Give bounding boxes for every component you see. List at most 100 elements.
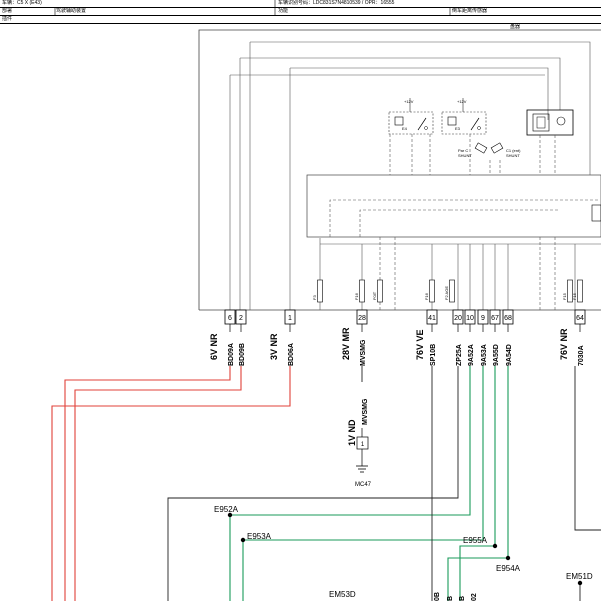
green-wires xyxy=(229,366,509,601)
fuse-7: F15 xyxy=(572,279,583,303)
vin-label: 车辆识别号码：LDC831S7N4810539 / OPR：16555 xyxy=(278,0,395,6)
shunt-left-line2: SHUNT xyxy=(458,153,472,158)
wire-code: BD06A xyxy=(288,343,295,366)
wire-code: 9A54D xyxy=(506,344,513,366)
connector-pin: 10 xyxy=(466,315,474,322)
connector-pin: 64 xyxy=(576,315,584,322)
connector-pin: 1 xyxy=(288,315,292,322)
system-label: 驾驶辅助装置 xyxy=(56,8,87,14)
connector-pin: 20 xyxy=(454,315,462,322)
connector-pin: 68 xyxy=(504,315,512,322)
connector-name: 76V VE xyxy=(415,329,425,360)
relay1-pins: E4 xyxy=(402,126,408,131)
relay1-supply: +12V xyxy=(404,99,414,104)
connector-name: 3V NR xyxy=(269,333,279,360)
partial-label-3: B xyxy=(459,596,466,601)
fuse-label: F3 xyxy=(312,295,317,300)
document-header: 车辆：C5 X (E43) 车辆识别号码：LDC831S7N4810539 / … xyxy=(0,0,601,24)
ground-connector: 1 MC47 1V ND MVSMG xyxy=(347,398,372,488)
node-E952A: E952A xyxy=(214,505,239,514)
splice-nodes: E952A E953A E955A E954A EM53D EM51D xyxy=(214,505,593,599)
node-E953A: E953A xyxy=(247,532,272,541)
internal-routing xyxy=(329,134,600,310)
black-wires xyxy=(167,366,601,601)
header-row-3: 插件 xyxy=(0,16,601,24)
vehicle-label: 车辆：C5 X (E43) xyxy=(2,0,42,6)
wire-code: 9A55D xyxy=(493,344,500,366)
connector-pin: 9 xyxy=(481,315,485,322)
wire-code: MVSMG xyxy=(360,339,367,366)
relay2-pins: E3 xyxy=(455,126,461,131)
wire-code: BD09A xyxy=(228,343,235,366)
fuse-layer: F3 F16 F0IT F16 F2 AOE F15 F15 xyxy=(312,279,583,303)
connector-pin: 41 xyxy=(428,315,436,322)
category-label: 部署 xyxy=(2,8,13,14)
wire-code: SP10B xyxy=(430,344,437,366)
relay2-supply: +12V xyxy=(457,99,467,104)
node-E954A: E954A xyxy=(496,564,521,573)
wire-code: 9A53A xyxy=(481,344,488,366)
connector-pin: 6 xyxy=(228,315,232,322)
connector-name: 6V NR xyxy=(209,333,219,360)
fuse-1: F3 xyxy=(312,279,323,303)
component-label: 插件 xyxy=(2,16,13,22)
partial-label-1: 0B xyxy=(434,592,441,601)
fuse-label: F16 xyxy=(424,292,429,300)
internal-bus-block xyxy=(306,174,601,238)
fuse-label: F15 xyxy=(562,292,567,300)
edge-component xyxy=(591,204,601,222)
connector-name: 76V NR xyxy=(559,328,569,360)
wire-code: BD09B xyxy=(239,343,246,366)
bottom-partial-labels: 0B B B 02 xyxy=(434,592,478,601)
fuse-label: F15 xyxy=(572,292,577,300)
node-EM53D: EM53D xyxy=(329,590,356,599)
fuse-2: F16 xyxy=(354,279,365,303)
fuse-label: F16 xyxy=(354,292,359,300)
function-value: 倒车距离传感器 xyxy=(452,8,488,14)
partial-label-4: 02 xyxy=(471,593,478,601)
wire-code: ZP25A xyxy=(456,344,463,366)
node-E955A: E955A xyxy=(463,536,488,545)
red-wires xyxy=(51,366,291,601)
ic-block xyxy=(526,109,574,136)
module-box xyxy=(198,29,601,311)
partial-label-2: B xyxy=(447,596,454,601)
fuse-3: F0IT xyxy=(372,279,383,303)
shunt-left-line1: Par C xyxy=(458,148,468,153)
wire-code: 9A52A xyxy=(468,344,475,366)
ground-label: MC47 xyxy=(355,482,372,488)
function-label: 功能 xyxy=(278,8,289,14)
fuse-5: F2 AOE xyxy=(444,279,455,303)
fuse-4: F16 xyxy=(424,279,435,303)
shunt-right-line2: SHUNT xyxy=(506,153,520,158)
relay-2: +12V E3 xyxy=(441,98,487,135)
connector-pin: 28 xyxy=(358,315,366,322)
connector-pin: 67 xyxy=(491,315,499,322)
header-row-1: 车辆：C5 X (E43) 车辆识别号码：LDC831S7N4810539 / … xyxy=(0,0,601,8)
node-EM51D: EM51D xyxy=(566,572,593,581)
ground-connector-wire: MVSMG xyxy=(362,398,369,425)
wire-code: 7030A xyxy=(578,345,585,366)
shunt-right-line1: C1 (ent) xyxy=(506,148,521,153)
module-title: 盘器 xyxy=(510,23,520,30)
relay-1: +12V E4 xyxy=(388,98,434,135)
connector-pin: 2 xyxy=(239,315,243,322)
ground-pin: 1 xyxy=(361,442,365,448)
shunt-right: C1 (ent) SHUNT xyxy=(490,142,521,158)
supply-traces xyxy=(229,41,591,310)
shunt-left: Par C SHUNT xyxy=(458,142,488,158)
ground-connector-name: 1V ND xyxy=(347,419,357,446)
fuse-label: F2 AOE xyxy=(444,286,449,300)
fuse-label: F0IT xyxy=(372,291,377,300)
header-dividers xyxy=(54,0,451,15)
header-row-2: 部署 驾驶辅助装置 功能 倒车距离传感器 xyxy=(0,8,601,16)
fuse-6: F15 xyxy=(562,279,573,303)
connector-name: 28V MR xyxy=(341,327,351,360)
connector-76v-nr: 76V NR 64 7030A xyxy=(559,309,586,366)
